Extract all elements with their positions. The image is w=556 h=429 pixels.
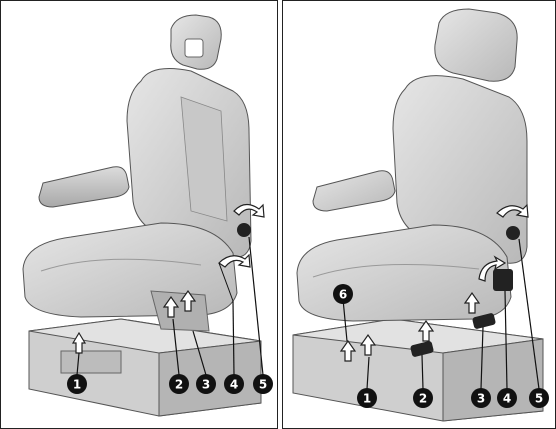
callout-4-right: 4 xyxy=(497,290,517,408)
svg-text:4: 4 xyxy=(230,378,238,392)
svg-text:1: 1 xyxy=(73,378,81,392)
rotate-arrow-icon xyxy=(496,203,529,218)
svg-text:1: 1 xyxy=(363,392,371,406)
backrest-left xyxy=(126,68,252,258)
cushion-right xyxy=(296,224,512,322)
up-arrow-icon xyxy=(71,331,87,354)
rotate-arrow-icon xyxy=(218,253,251,268)
svg-text:5: 5 xyxy=(259,378,267,392)
callout-2-left: 2 xyxy=(169,318,189,394)
svg-text:3: 3 xyxy=(477,392,485,406)
seat-illustration-right: 6 1 2 3 4 5 xyxy=(292,8,549,422)
callout-3-left: 3 xyxy=(192,330,216,394)
svg-text:5: 5 xyxy=(535,392,543,406)
cushion-left xyxy=(22,222,238,332)
seat-base-left xyxy=(28,318,262,417)
seat-illustration-left: 1 2 3 4 5 xyxy=(22,14,273,417)
headrest-right xyxy=(434,8,518,82)
up-arrow-icon xyxy=(417,319,435,342)
up-arrow-icon xyxy=(359,333,377,356)
lever-handle-2 xyxy=(410,341,434,357)
up-arrow-icon xyxy=(339,339,357,362)
adjust-arrows-left xyxy=(71,203,265,354)
up-arrow-icon xyxy=(463,291,481,314)
rotate-arrow-icon xyxy=(233,203,265,218)
seat-diagram-left: 1 2 3 4 5 xyxy=(0,0,278,429)
recline-knob-left xyxy=(237,223,251,237)
headrest-left xyxy=(170,14,222,70)
lever-handle-3 xyxy=(472,313,496,329)
up-arrow-icon xyxy=(179,289,197,312)
recline-knob-right xyxy=(506,226,520,240)
svg-text:2: 2 xyxy=(175,378,183,392)
callout-6-right: 6 xyxy=(333,284,353,342)
svg-text:2: 2 xyxy=(419,392,427,406)
callout-1-left: 1 xyxy=(67,352,87,394)
callout-5-right: 5 xyxy=(518,238,549,408)
callout-2-right: 2 xyxy=(413,354,433,408)
callout-3-right: 3 xyxy=(471,326,491,408)
up-arrow-icon xyxy=(162,295,180,318)
callout-5-left: 5 xyxy=(248,236,273,394)
rotate-arrow-icon xyxy=(478,255,507,282)
adjust-arrows-right xyxy=(339,203,529,362)
svg-text:6: 6 xyxy=(339,288,347,302)
armrest-left xyxy=(38,166,130,208)
seat-diagram-right: 6 1 2 3 4 5 xyxy=(282,0,556,429)
lever-handle-4 xyxy=(493,269,513,291)
callout-1-right: 1 xyxy=(357,356,377,408)
armrest-right xyxy=(312,170,396,212)
callout-4-left: 4 xyxy=(224,300,244,394)
svg-text:3: 3 xyxy=(202,378,210,392)
svg-text:4: 4 xyxy=(503,392,511,406)
